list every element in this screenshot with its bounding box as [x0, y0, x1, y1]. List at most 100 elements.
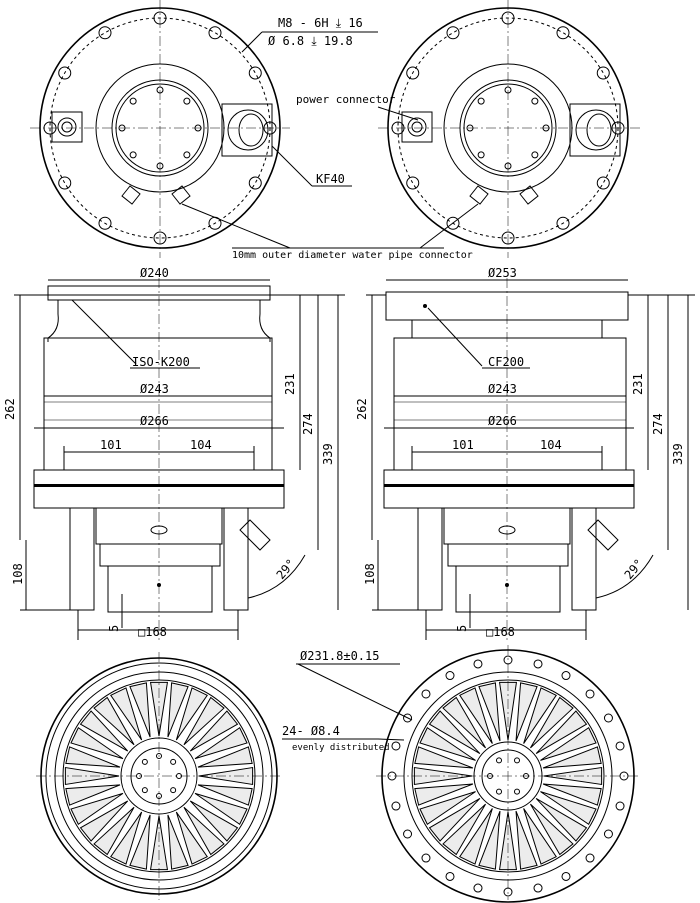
rotor-blade [414, 783, 474, 806]
rotor-blade [478, 682, 501, 742]
flange-bolt-hole [556, 26, 570, 40]
flange-bolt-hole [611, 121, 625, 135]
rotor-blade [428, 798, 481, 842]
dim-ang29-right: 29° [622, 556, 647, 582]
rotor-blade [65, 784, 121, 806]
inner-bolt-hole [542, 124, 550, 132]
dim-d240: Ø240 [140, 266, 169, 280]
rotor-blade [535, 710, 588, 754]
flange-bolt-hole [406, 176, 420, 190]
rotor-blade [515, 682, 538, 742]
rotor-blade [183, 696, 225, 746]
flange-bolt-hole [208, 26, 222, 40]
flange-bolt-hole [473, 659, 483, 669]
dim-w101-left: 101 [100, 438, 122, 452]
dim-h5-right: 5 [455, 625, 469, 632]
rotor-blade [194, 727, 248, 760]
dim-sq168-right: □168 [486, 625, 515, 639]
dim-h231-right: 231 [631, 373, 645, 395]
dim-h108-left: 108 [11, 563, 25, 585]
flange-bolt-hole [556, 216, 570, 230]
hub-hole [141, 758, 148, 765]
flange-bolt-hole [445, 671, 455, 681]
inner-bolt-hole [156, 86, 164, 94]
flange-bolt-hole [533, 883, 543, 893]
flange-bolt-hole [603, 713, 613, 723]
rotor-blade [70, 792, 124, 825]
rotor-blade [523, 808, 557, 865]
rotor-blade [535, 798, 588, 842]
rotor-blade [79, 800, 129, 842]
inner-bolt-hole [477, 97, 485, 105]
rotor-blade [175, 687, 208, 741]
rotor-blade [189, 710, 239, 752]
hub-hole [514, 788, 520, 795]
hub-hole [156, 753, 162, 759]
rotor-blade [167, 814, 189, 870]
dim-d243-right: Ø243 [488, 382, 517, 396]
kf40-label: KF40 [316, 172, 345, 186]
flange-bolt-hole [501, 11, 515, 25]
side-view-right [383, 278, 635, 640]
rotor-blade [197, 746, 253, 768]
inner-bolt-hole [504, 86, 512, 94]
flange-bolt-hole [153, 11, 167, 25]
hub-hole [141, 787, 148, 794]
inner-bolt-hole [466, 124, 474, 132]
flange-bolt-hole [473, 883, 483, 893]
dim-w104-right: 104 [540, 438, 562, 452]
dim-h274-left: 274 [301, 413, 315, 435]
dim-w104-left: 104 [190, 438, 212, 452]
rotor-blade [442, 696, 486, 749]
drill-label: Ø 6.8 ⤓ 19.8 [268, 34, 353, 48]
rotor-blade [540, 727, 597, 761]
flange-bolt-hole [421, 853, 431, 863]
flange-bolt-hole [561, 871, 571, 881]
flange-bolt-hole [391, 801, 401, 811]
flange-bolt-hole [596, 66, 610, 80]
dim-sq168-left: □168 [138, 625, 167, 639]
top-view-left [30, 0, 290, 258]
rotor-blade [65, 746, 121, 768]
flange-bolt-hole [248, 176, 262, 190]
flange-bolt-hole [421, 689, 431, 699]
rotor-blade [419, 791, 476, 825]
flange-bolt-hole [615, 741, 625, 751]
dim-h274-right: 274 [651, 413, 665, 435]
dim-d266-left: Ø266 [140, 414, 169, 428]
dim-h262-left: 262 [3, 398, 17, 420]
hub-hole [496, 757, 502, 764]
inner-bolt-hole [129, 151, 137, 159]
rotor-blade [459, 808, 493, 865]
evenly-label: evenly distributed [292, 743, 390, 753]
inner-bolt-hole [183, 151, 191, 159]
flange-bolt-hole [446, 26, 460, 40]
dim-w101-right: 101 [452, 438, 474, 452]
rotor-blade [540, 791, 597, 825]
hub-hole [514, 757, 520, 764]
flange-bolt-hole [615, 801, 625, 811]
flange-bolt-hole [248, 66, 262, 80]
flange-bolt-hole [403, 829, 413, 839]
top-view-right [378, 0, 640, 258]
rotor-blade [428, 710, 481, 754]
rotor-blade [542, 746, 602, 769]
dim-h108-right: 108 [363, 563, 377, 585]
hub-hole [170, 787, 177, 794]
rotor-blade [183, 806, 225, 856]
flange-bolt-hole [533, 659, 543, 669]
flange-bolt-hole [98, 216, 112, 230]
rotor-blade [79, 710, 129, 752]
top-annotations: M8 - 6H ⤓ 16 Ø 6.8 ⤓ 19.8 power connecto… [181, 16, 479, 261]
flange-bolt-hole [391, 121, 405, 135]
inner-bolt-hole [129, 97, 137, 105]
inner-bolt-hole [194, 124, 202, 132]
flange-bolt-hole [406, 66, 420, 80]
side-view-left [33, 278, 285, 640]
flange-bolt-hole [596, 176, 610, 190]
inner-bolt-hole [531, 97, 539, 105]
rotor-blade [129, 682, 151, 738]
flange-bolt-hole [58, 176, 72, 190]
dimension-lines [14, 279, 695, 640]
flange-bolt-hole [501, 231, 515, 245]
